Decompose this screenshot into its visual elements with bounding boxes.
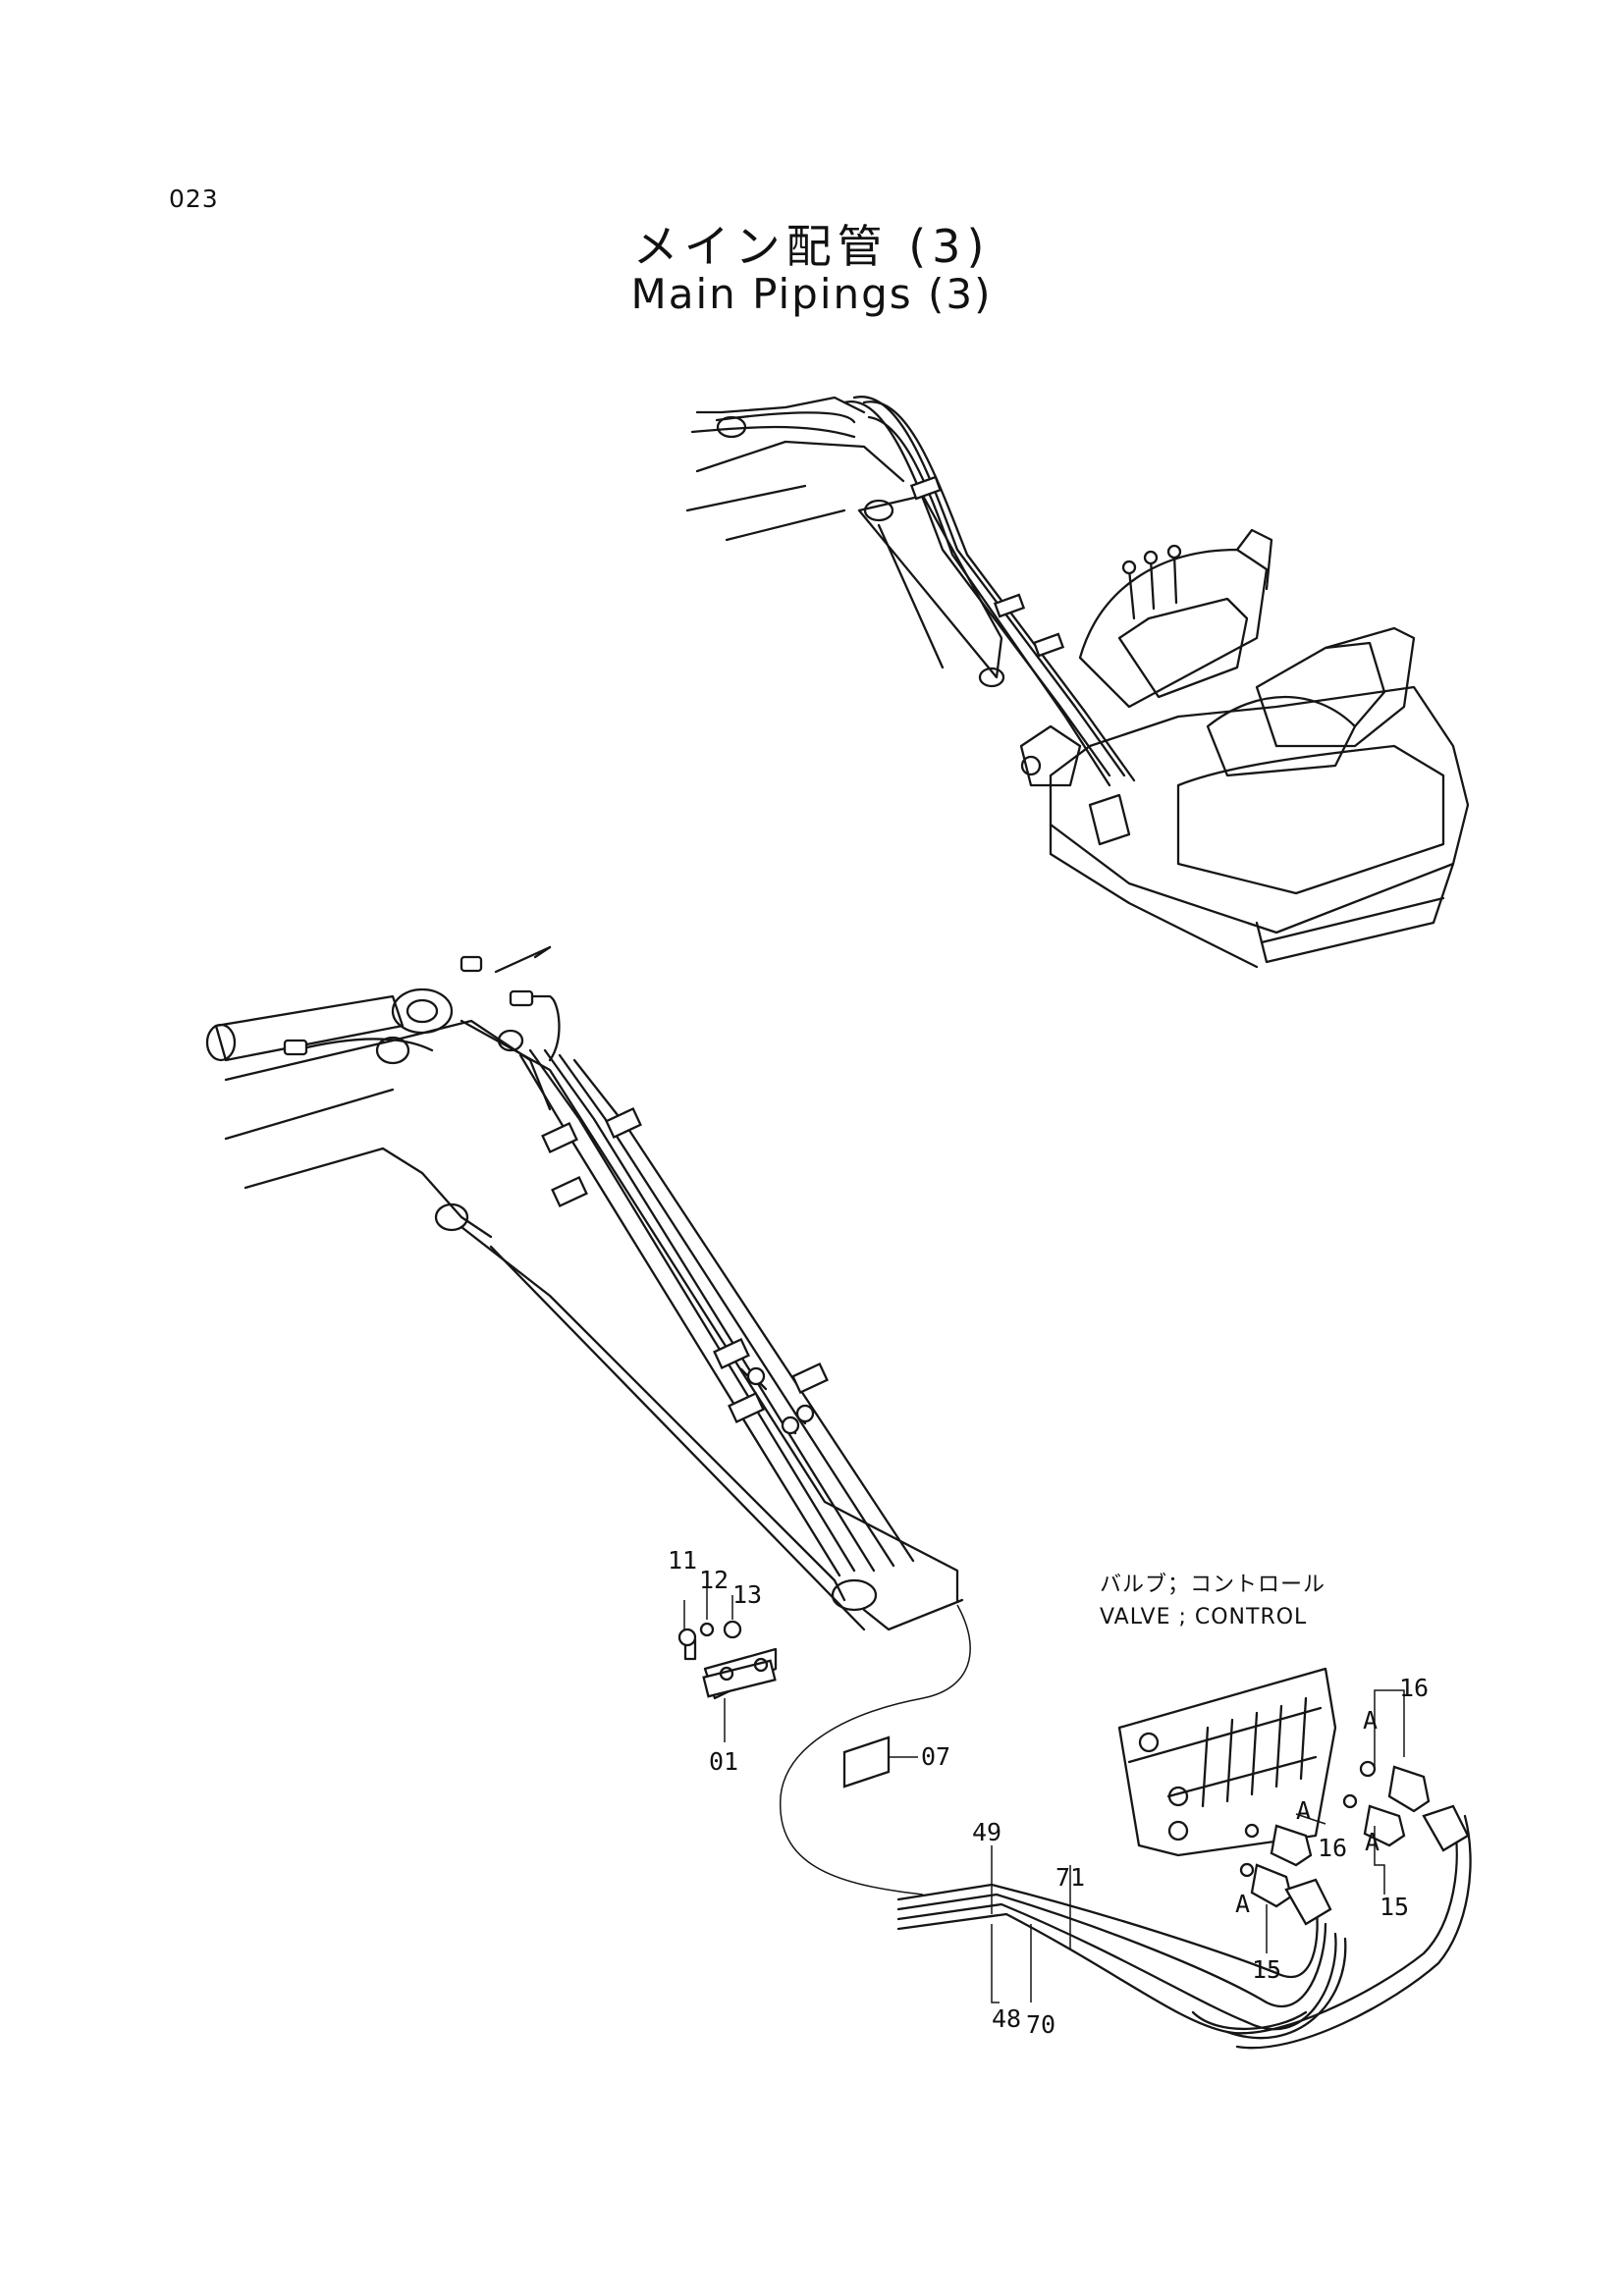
part-label-a-2: A — [1296, 1796, 1312, 1825]
title-japanese: メイン配管 (3) — [632, 220, 991, 273]
part-label-16-lower: 16 — [1318, 1834, 1348, 1862]
part-label-a-1: A — [1363, 1706, 1379, 1735]
part-label-a-3: A — [1365, 1828, 1380, 1856]
hose-routing — [677, 1585, 1472, 2050]
boom-assembly — [205, 945, 964, 1631]
part-label-15-right: 15 — [1380, 1893, 1410, 1921]
part-label-07: 07 — [921, 1742, 951, 1771]
part-label-01: 01 — [709, 1747, 739, 1776]
part-label-15-left: 15 — [1252, 1955, 1282, 1984]
part-label-a-4: A — [1235, 1890, 1251, 1918]
part-label-71: 71 — [1055, 1863, 1086, 1892]
part-label-12: 12 — [699, 1566, 730, 1594]
page-number: 023 — [169, 185, 219, 213]
part-label-48: 48 — [992, 2004, 1022, 2033]
part-label-49: 49 — [972, 1818, 1002, 1846]
part-label-13: 13 — [732, 1580, 763, 1609]
part-label-16-upper: 16 — [1399, 1674, 1430, 1702]
title-english: Main Pipings (3) — [630, 270, 993, 318]
part-label-11: 11 — [668, 1546, 698, 1575]
valve-callout-en: VALVE ; CONTROL — [1100, 1605, 1308, 1629]
valve-callout: バルブ；コントロール VALVE ; CONTROL — [1100, 1569, 1325, 1633]
valve-callout-jp: バルブ；コントロール — [1100, 1573, 1326, 1597]
excavator-overview — [685, 396, 1470, 969]
part-label-70: 70 — [1026, 2010, 1056, 2039]
